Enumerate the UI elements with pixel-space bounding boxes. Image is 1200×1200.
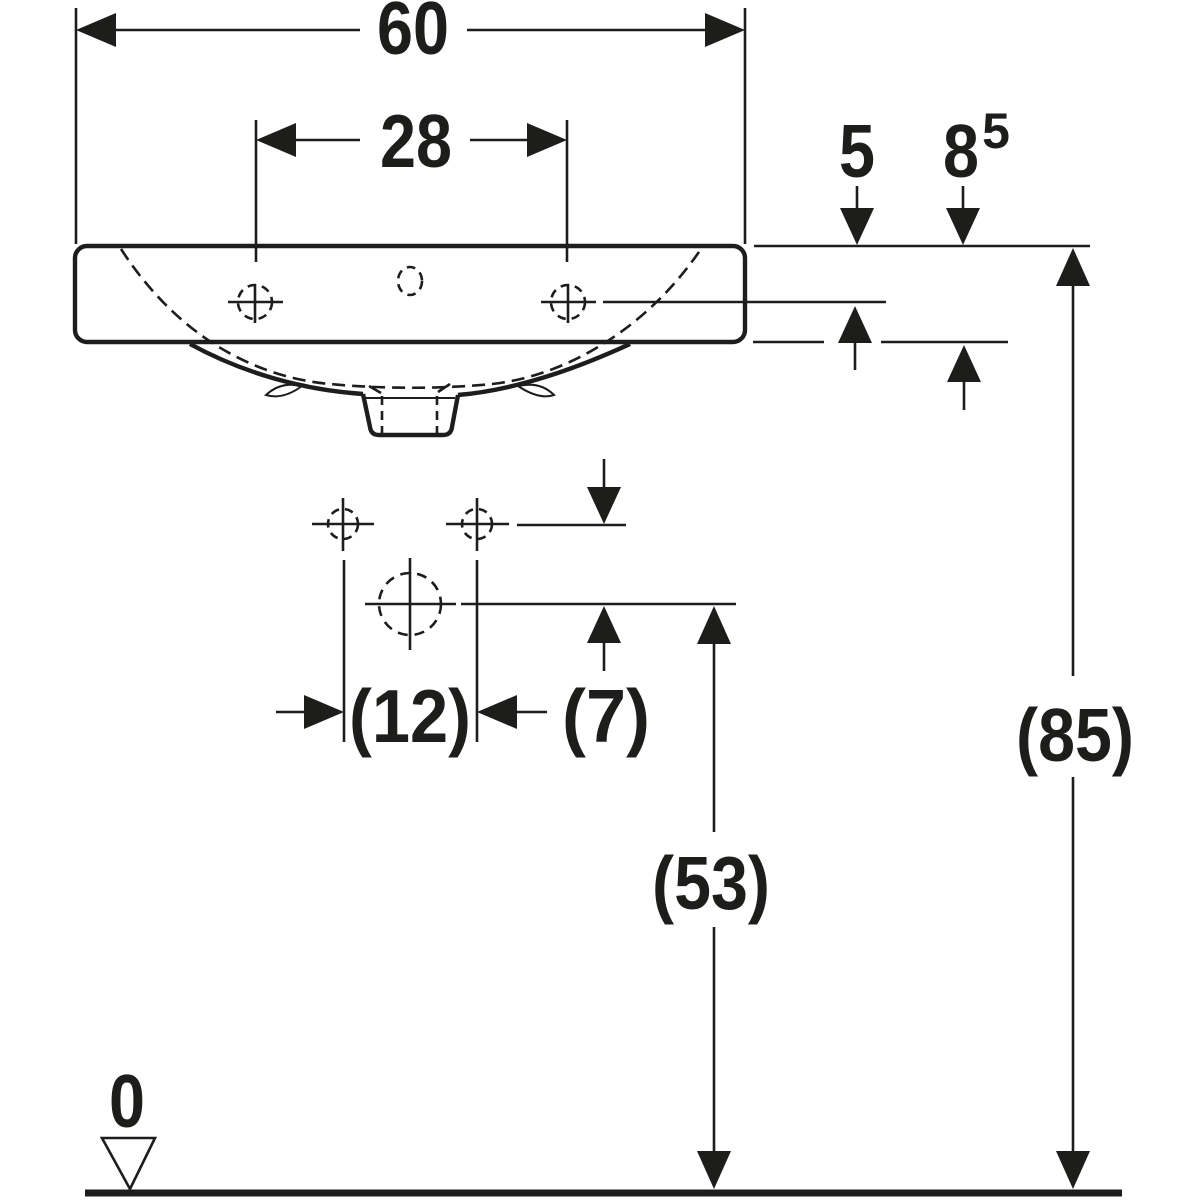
dim60-label: 60 [377, 0, 449, 70]
dim85h-arrowhead-up [947, 345, 981, 382]
dim28-arrowhead-right [527, 123, 567, 157]
dim28-arrowhead-left [256, 123, 296, 157]
dim7-arrowhead-down [587, 487, 621, 524]
dim5-arrowhead-up [838, 306, 872, 343]
floor-datum-label: 0 [109, 1059, 145, 1143]
dim5-label: 5 [839, 109, 875, 193]
dim-taphole-spacing: 28 [254, 99, 569, 262]
dim7-arrowhead-up [587, 606, 621, 643]
dim85h-label-superscript: 5 [982, 103, 1010, 159]
fixing-hole-left [312, 498, 374, 551]
dim12-label: (12) [349, 674, 471, 758]
dim12-arrowhead-left [304, 695, 344, 729]
dim85-label: (85) [1016, 693, 1134, 777]
dim85h-arrowhead-down [946, 208, 980, 245]
dim-rim-height: (85) [1016, 248, 1134, 1189]
reference-level-lines [461, 244, 1090, 606]
dim-fixing-spacing: (12) [276, 560, 547, 758]
dim85h-label-base: 8 [943, 109, 979, 193]
dim5-arrowhead-down [840, 208, 874, 245]
floor-and-datum: 0 [85, 1059, 1122, 1197]
bowl-recess-ear-right [517, 383, 556, 398]
dim85-arrowhead-up [1056, 248, 1090, 286]
drain-recess-mark-left [368, 384, 382, 395]
fixing-hole-right [446, 498, 509, 551]
dim60-arrowhead-left [76, 13, 116, 47]
dim53-arrowhead-down [697, 1151, 731, 1189]
outlet-center [365, 558, 456, 650]
tap-hole-left [228, 283, 283, 323]
floor-datum-triangle-icon [99, 1136, 158, 1192]
outlet-trap-outline [360, 393, 461, 438]
basin-bowl-curve-left [188, 342, 364, 397]
basin-inner-rim-dashed-curve [119, 248, 703, 390]
basin-body [72, 243, 748, 438]
dim53-arrowhead-up [697, 606, 731, 644]
dim-fixing-to-outlet: (7) [562, 459, 650, 758]
tap-hole-right [541, 283, 596, 323]
dim53-label: (53) [652, 841, 770, 925]
dim-outlet-height: (53) [652, 606, 770, 1189]
dim12-arrowhead-right [477, 695, 517, 729]
bowl-recess-ear-left [264, 383, 303, 398]
fixing-and-outlet-centers [312, 498, 509, 650]
dim60-arrowhead-right [705, 13, 745, 47]
dim85-arrowhead-down [1056, 1151, 1090, 1189]
dim28-label: 28 [380, 99, 452, 183]
dim-overall-width: 60 [74, 0, 747, 244]
dim7-label: (7) [562, 674, 650, 758]
dim-rim-to-taphole: 5 [838, 109, 875, 370]
dim-rim-to-apron: 8 5 [943, 103, 1010, 410]
basin-bowl-curve-right [457, 342, 631, 398]
overflow-hole-dashed [396, 265, 424, 297]
drain-recess-mark-right [437, 382, 451, 394]
